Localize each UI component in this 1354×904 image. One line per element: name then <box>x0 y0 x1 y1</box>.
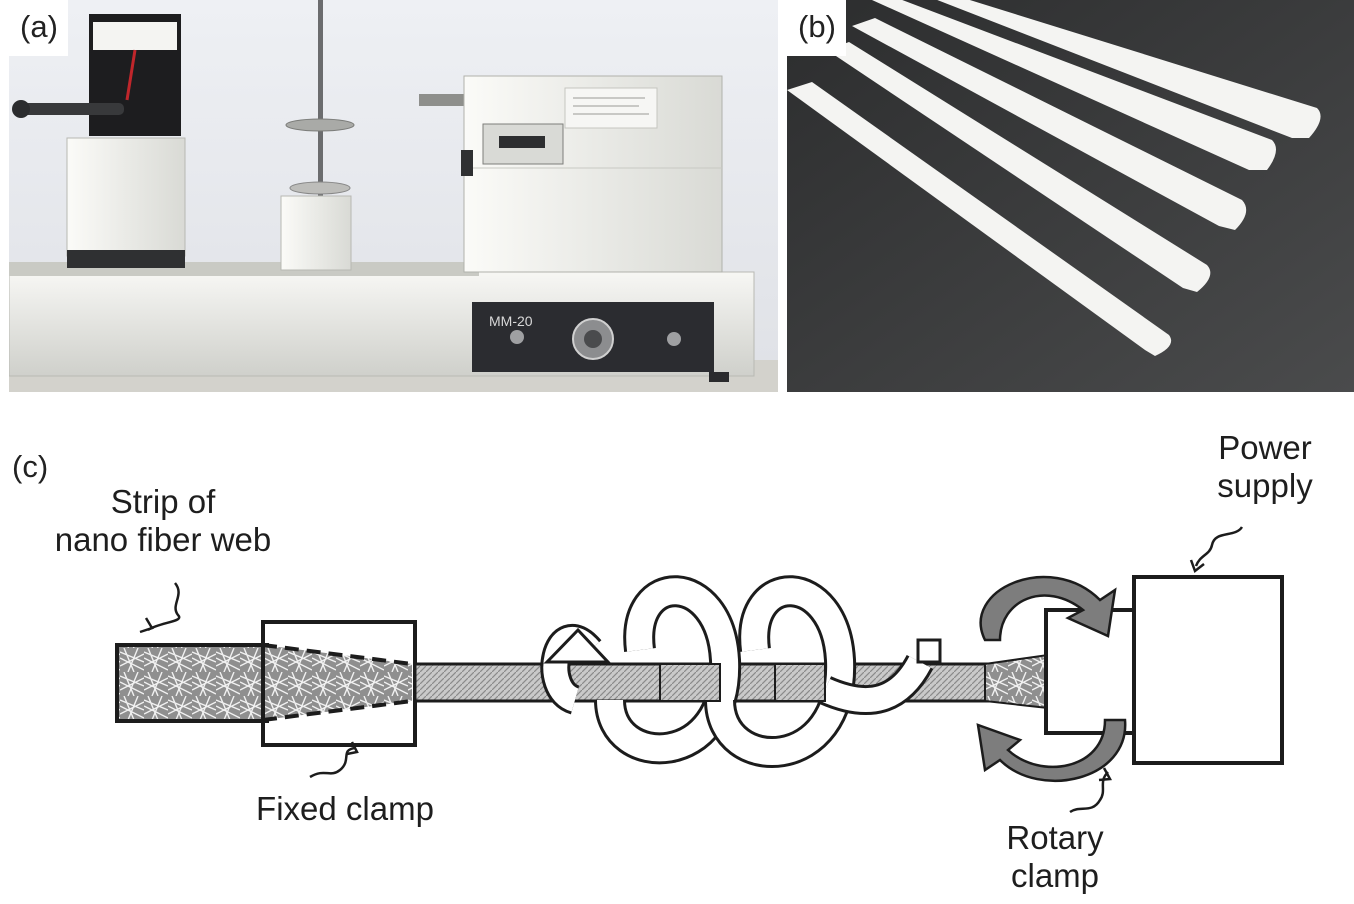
annotation-rotary-clamp: Rotary clamp <box>985 819 1125 895</box>
annotation-rotary-line-2: clamp <box>1010 857 1100 894</box>
twist-arrowhead <box>543 627 612 664</box>
annotation-strip: Strip of nano fiber web <box>38 483 288 559</box>
panel-label-b: (b) <box>787 0 846 56</box>
vertical-rod <box>318 0 323 210</box>
meter-dial <box>93 22 177 50</box>
toggle-switch-left <box>510 330 524 344</box>
device-model-label: MM-20 <box>489 313 533 329</box>
panel-label-a: (a) <box>9 0 68 56</box>
panel-a-photo: MM-20 <box>9 0 778 392</box>
upper-disc <box>285 118 355 132</box>
rotation-arrows <box>976 575 1127 782</box>
nanofiber-strips <box>787 0 1321 356</box>
strip-5 <box>787 82 1172 356</box>
power-supply-box <box>1132 575 1284 765</box>
strip-2 <box>872 0 1276 170</box>
annotation-power-line-1: Power <box>1218 429 1312 466</box>
fiber-web-strip <box>115 643 269 723</box>
annotation-power-supply: Power supply <box>1195 429 1335 505</box>
annotation-power-line-2: supply <box>1217 467 1313 504</box>
rotary-clamp-taper <box>984 653 1049 710</box>
label-sticker <box>564 87 658 129</box>
lever-arm <box>14 103 124 115</box>
annotation-fixed-clamp: Fixed clamp <box>256 790 434 827</box>
strip-4 <box>827 42 1211 292</box>
right-knobs <box>419 94 469 106</box>
toggle-switch-right <box>667 332 681 346</box>
annotation-strip-line-2: nano fiber web <box>54 521 272 558</box>
strip-3 <box>852 18 1247 230</box>
pointer-curls <box>139 526 1244 814</box>
panel-c-diagram <box>115 526 1284 814</box>
left-block <box>66 137 186 257</box>
strip-1 <box>937 0 1321 138</box>
panel-b-photo <box>787 0 1354 392</box>
panel-label-c: (c) <box>12 449 49 484</box>
lower-disc <box>289 181 351 195</box>
fixed-clamp-taper <box>263 645 412 720</box>
annotation-rotary-line-1: Rotary <box>1006 819 1104 856</box>
twist-tail-end <box>916 638 942 664</box>
middle-block <box>280 195 352 271</box>
annotation-strip-line-1: Strip of <box>110 483 216 520</box>
